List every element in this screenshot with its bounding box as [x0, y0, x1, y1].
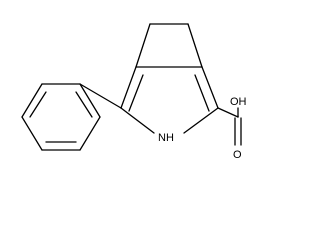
oh-label: OH — [230, 96, 247, 108]
bond-c3-phenyl — [79, 83, 122, 109]
carboxylic-acid-group — [217, 107, 242, 146]
bond-c6a-c1-double — [194, 74, 210, 112]
nh-label: NH — [158, 132, 174, 144]
bond-c5-c6 — [187, 23, 203, 68]
bond-c6a-c1 — [201, 66, 219, 109]
bond-ph3-ph4 — [21, 116, 43, 151]
phenyl-ring — [21, 83, 122, 151]
o-label: O — [233, 149, 242, 161]
bond-ph2-ph3 — [21, 83, 43, 118]
bond-c3a-c3 — [120, 66, 137, 109]
bond-c3-n2 — [120, 107, 155, 134]
bond-c3a-c3-double — [128, 74, 144, 112]
bond-ph6-ph1 — [79, 83, 101, 118]
bond-ph-inner-1 — [29, 91, 47, 118]
bond-n2-c1 — [183, 107, 219, 134]
pyrrole-ring — [120, 66, 219, 134]
bond-ph-inner-3 — [75, 91, 93, 118]
bond-ph5-ph6 — [79, 116, 101, 151]
cyclopentane-ring — [135, 23, 203, 68]
bond-c3a-c4 — [135, 23, 151, 68]
chemical-structure-diagram: NH OH O — [21, 23, 247, 161]
bond-c1-cooh — [217, 107, 239, 118]
